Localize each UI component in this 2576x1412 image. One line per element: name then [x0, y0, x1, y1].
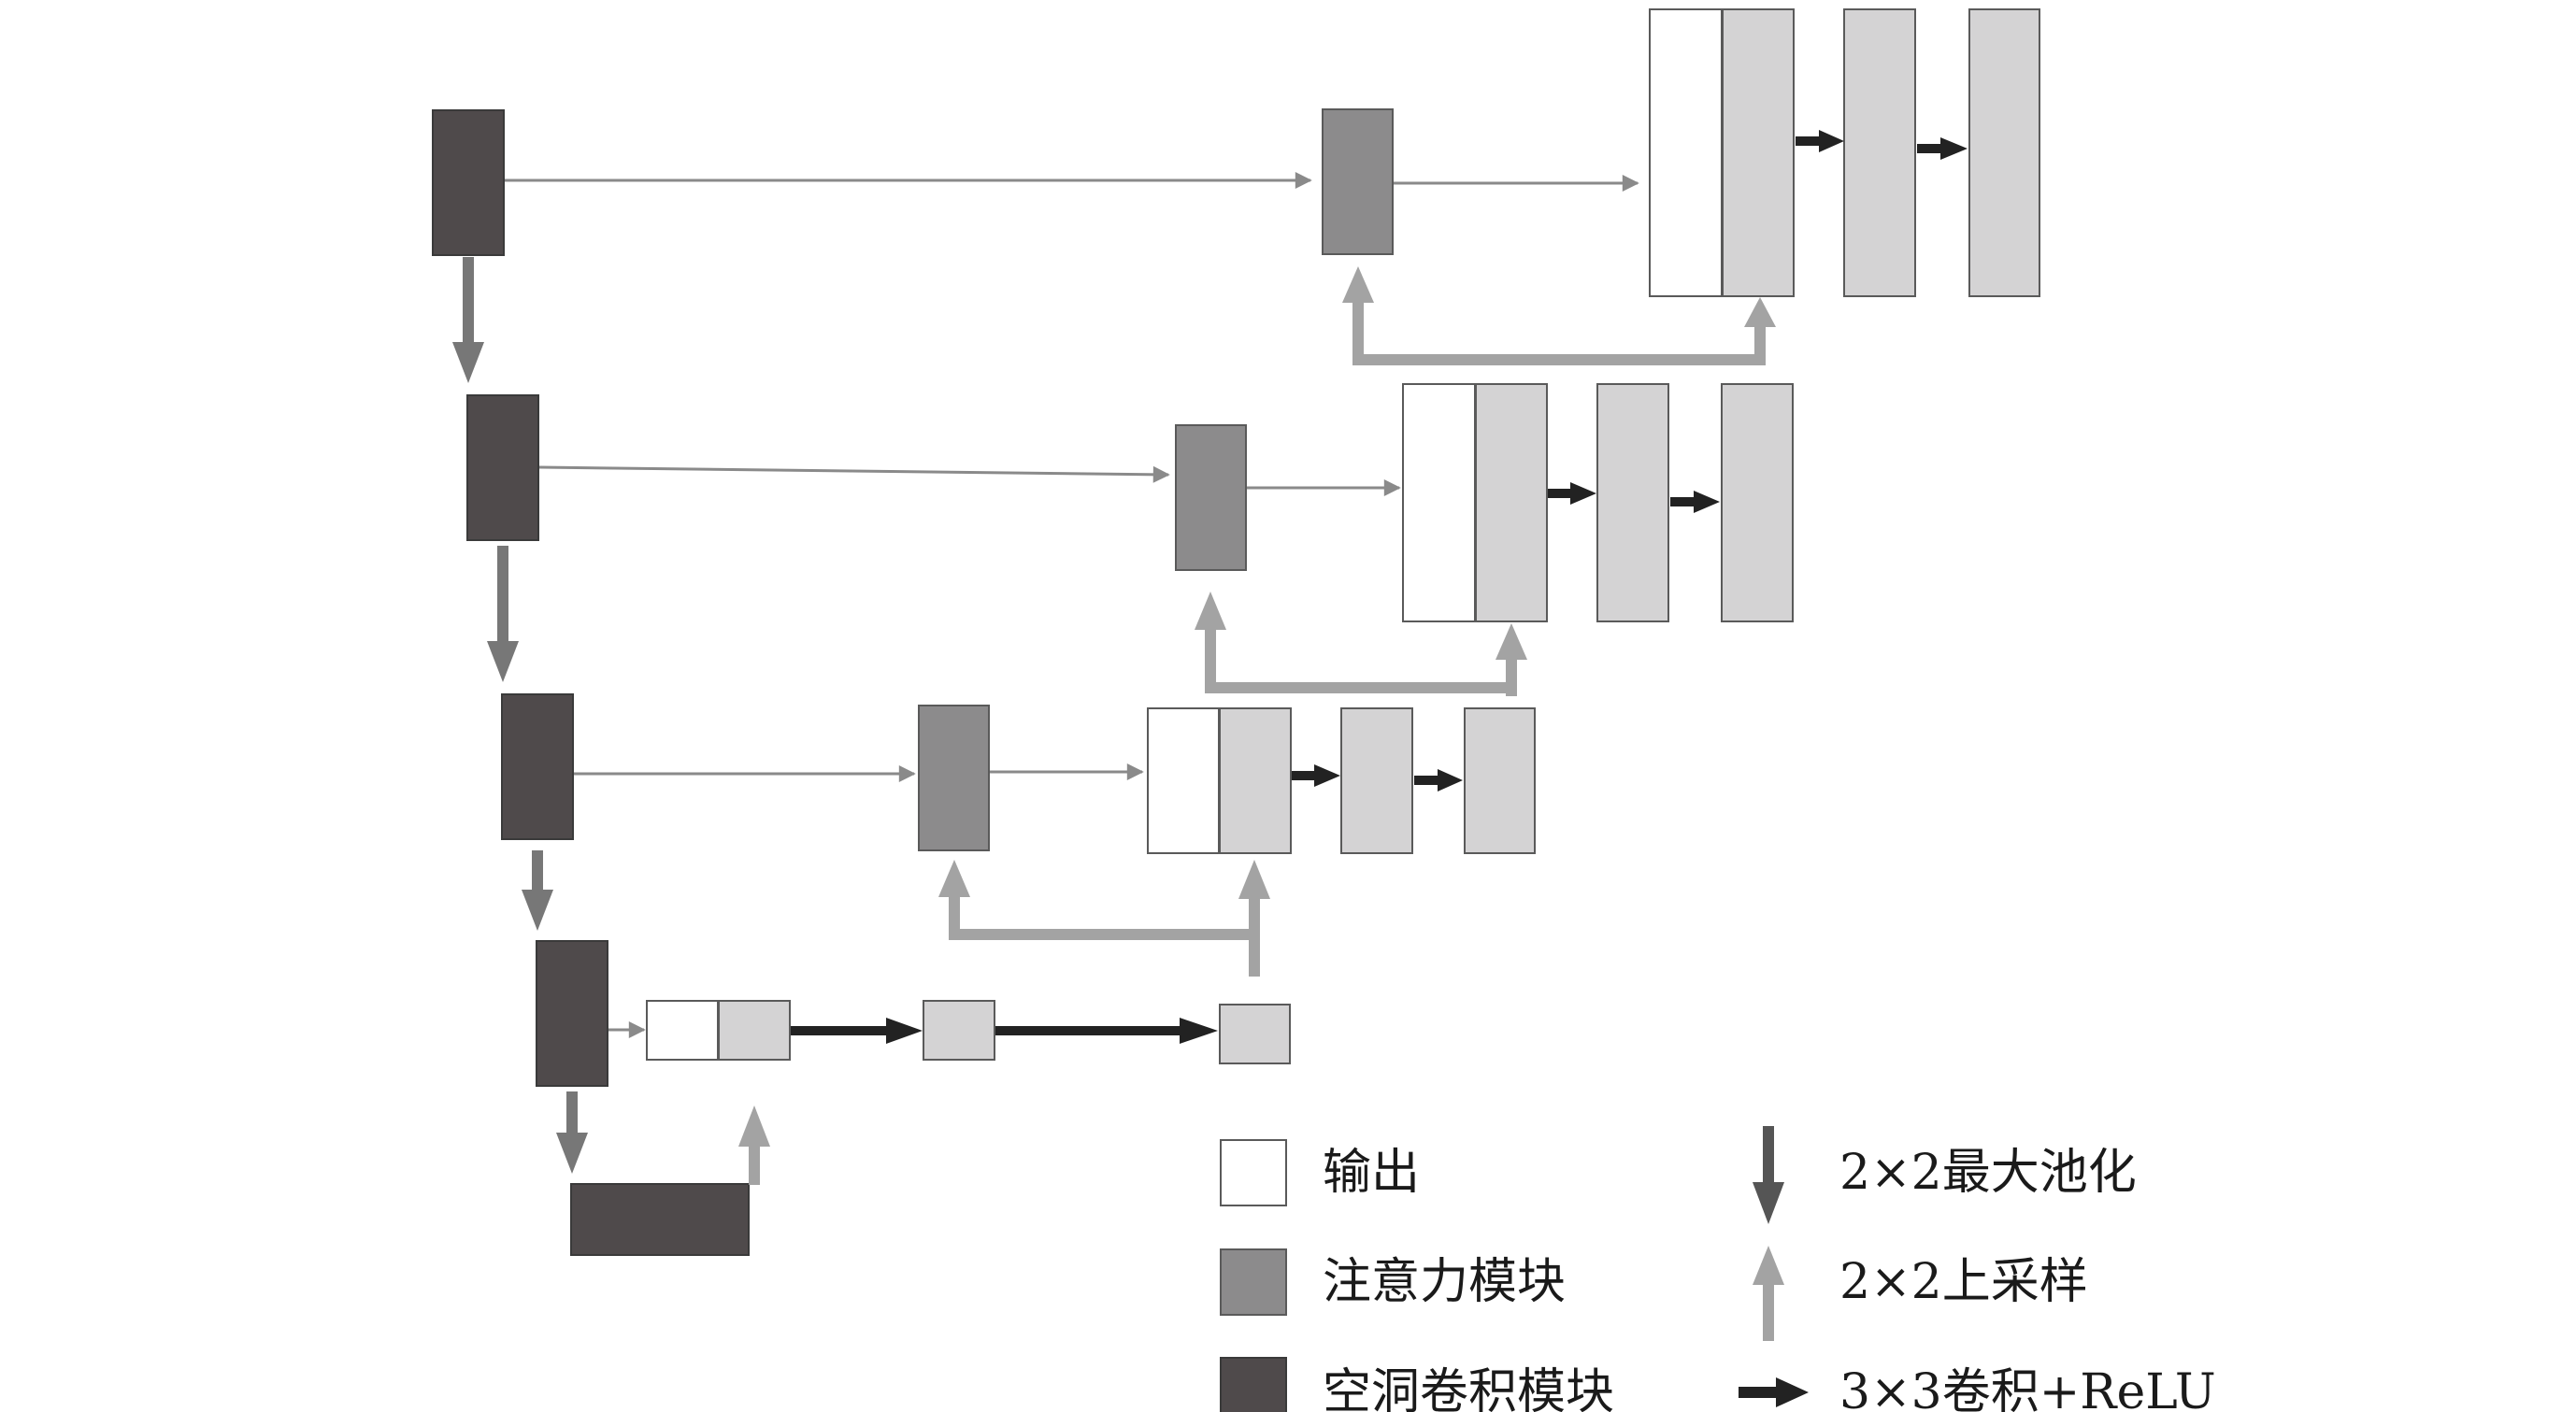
- decoder-level-3: [1147, 707, 1536, 854]
- maxpool-arrow: [452, 257, 484, 383]
- feature-block: [1596, 383, 1669, 622]
- maxpool-arrow: [556, 1091, 588, 1174]
- maxpool-arrow: [487, 546, 519, 682]
- legend-upsample-label: 2×2上采样: [1839, 1254, 2088, 1310]
- output-block: [1147, 707, 1220, 854]
- attention-block-level-2: [1175, 424, 1247, 571]
- dilated-conv-block-level-4: [536, 940, 608, 1087]
- output-block: [1402, 383, 1476, 622]
- attention-modules: [918, 108, 1394, 851]
- upsample-arrow: [738, 1105, 770, 1185]
- feature-block: [1722, 8, 1795, 297]
- upsample-arrow: [1195, 592, 1527, 696]
- conv-relu-arrow: [1796, 130, 1844, 152]
- feature-block: [1475, 383, 1548, 622]
- upsample-arrow: [938, 860, 1270, 977]
- conv-relu-arrow: [1292, 764, 1340, 787]
- dilated-conv-block-level-2: [466, 394, 539, 541]
- legend-output-label: 输出: [1323, 1145, 1420, 1201]
- conv-relu-arrow: [1414, 769, 1463, 792]
- feature-block: [1219, 707, 1292, 854]
- legend-attention-label: 注意力模块: [1323, 1254, 1566, 1310]
- dilated-conv-block-level-3: [501, 693, 574, 840]
- skip-connections: [505, 172, 1639, 1038]
- legend-conv-relu-label: 3×3卷积+ReLU: [1839, 1364, 2216, 1412]
- decoder-level-1: [1649, 8, 2040, 297]
- dilated-conv-block-level-1: [432, 109, 505, 256]
- conv-relu-arrow: [1548, 482, 1596, 505]
- upsample-arrow: [1342, 266, 1776, 365]
- legend-maxpool-arrow-icon: [1753, 1126, 1784, 1224]
- dilated-conv-bottleneck: [570, 1183, 750, 1256]
- conv-relu-arrow: [1670, 491, 1720, 513]
- attention-block-level-3: [918, 705, 990, 851]
- legend-dilated-conv-label: 空洞卷积模块: [1323, 1364, 1614, 1412]
- legend-conv-relu-arrow-icon: [1739, 1377, 1809, 1407]
- feature-block: [1843, 8, 1916, 297]
- conv-relu-arrow: [1917, 137, 1968, 160]
- legend-maxpool-label: 2×2最大池化: [1839, 1145, 2137, 1201]
- conv-relu-arrow: [791, 1018, 923, 1044]
- legend-attention-swatch: [1220, 1248, 1287, 1316]
- legend-dilated-conv-swatch: [1220, 1357, 1287, 1412]
- feature-block: [1219, 1004, 1291, 1064]
- decoder-level-2: [1402, 383, 1794, 622]
- legend: 输出 注意力模块 空洞卷积模块 2×2最大池化 2×2上采样 3×3卷积+ReL…: [1220, 1126, 2216, 1412]
- feature-block: [923, 1000, 995, 1061]
- legend-upsample-arrow-icon: [1753, 1246, 1784, 1341]
- attention-block-level-1: [1322, 108, 1394, 255]
- legend-output-swatch: [1220, 1139, 1287, 1206]
- maxpool-arrows: [452, 257, 588, 1174]
- feature-block: [1464, 707, 1536, 854]
- output-block: [1649, 8, 1723, 297]
- conv-relu-arrows: [791, 130, 1968, 1044]
- feature-block: [1340, 707, 1413, 854]
- skip-arrow: [538, 465, 1170, 483]
- decoder-level-4: [646, 1000, 1291, 1064]
- encoder: [432, 109, 750, 1256]
- output-block: [646, 1000, 719, 1061]
- feature-block: [1968, 8, 2040, 297]
- upsample-arrows: [738, 266, 1776, 1185]
- conv-relu-arrow: [995, 1018, 1218, 1044]
- feature-block: [718, 1000, 791, 1061]
- feature-block: [1721, 383, 1794, 622]
- maxpool-arrow: [522, 850, 553, 931]
